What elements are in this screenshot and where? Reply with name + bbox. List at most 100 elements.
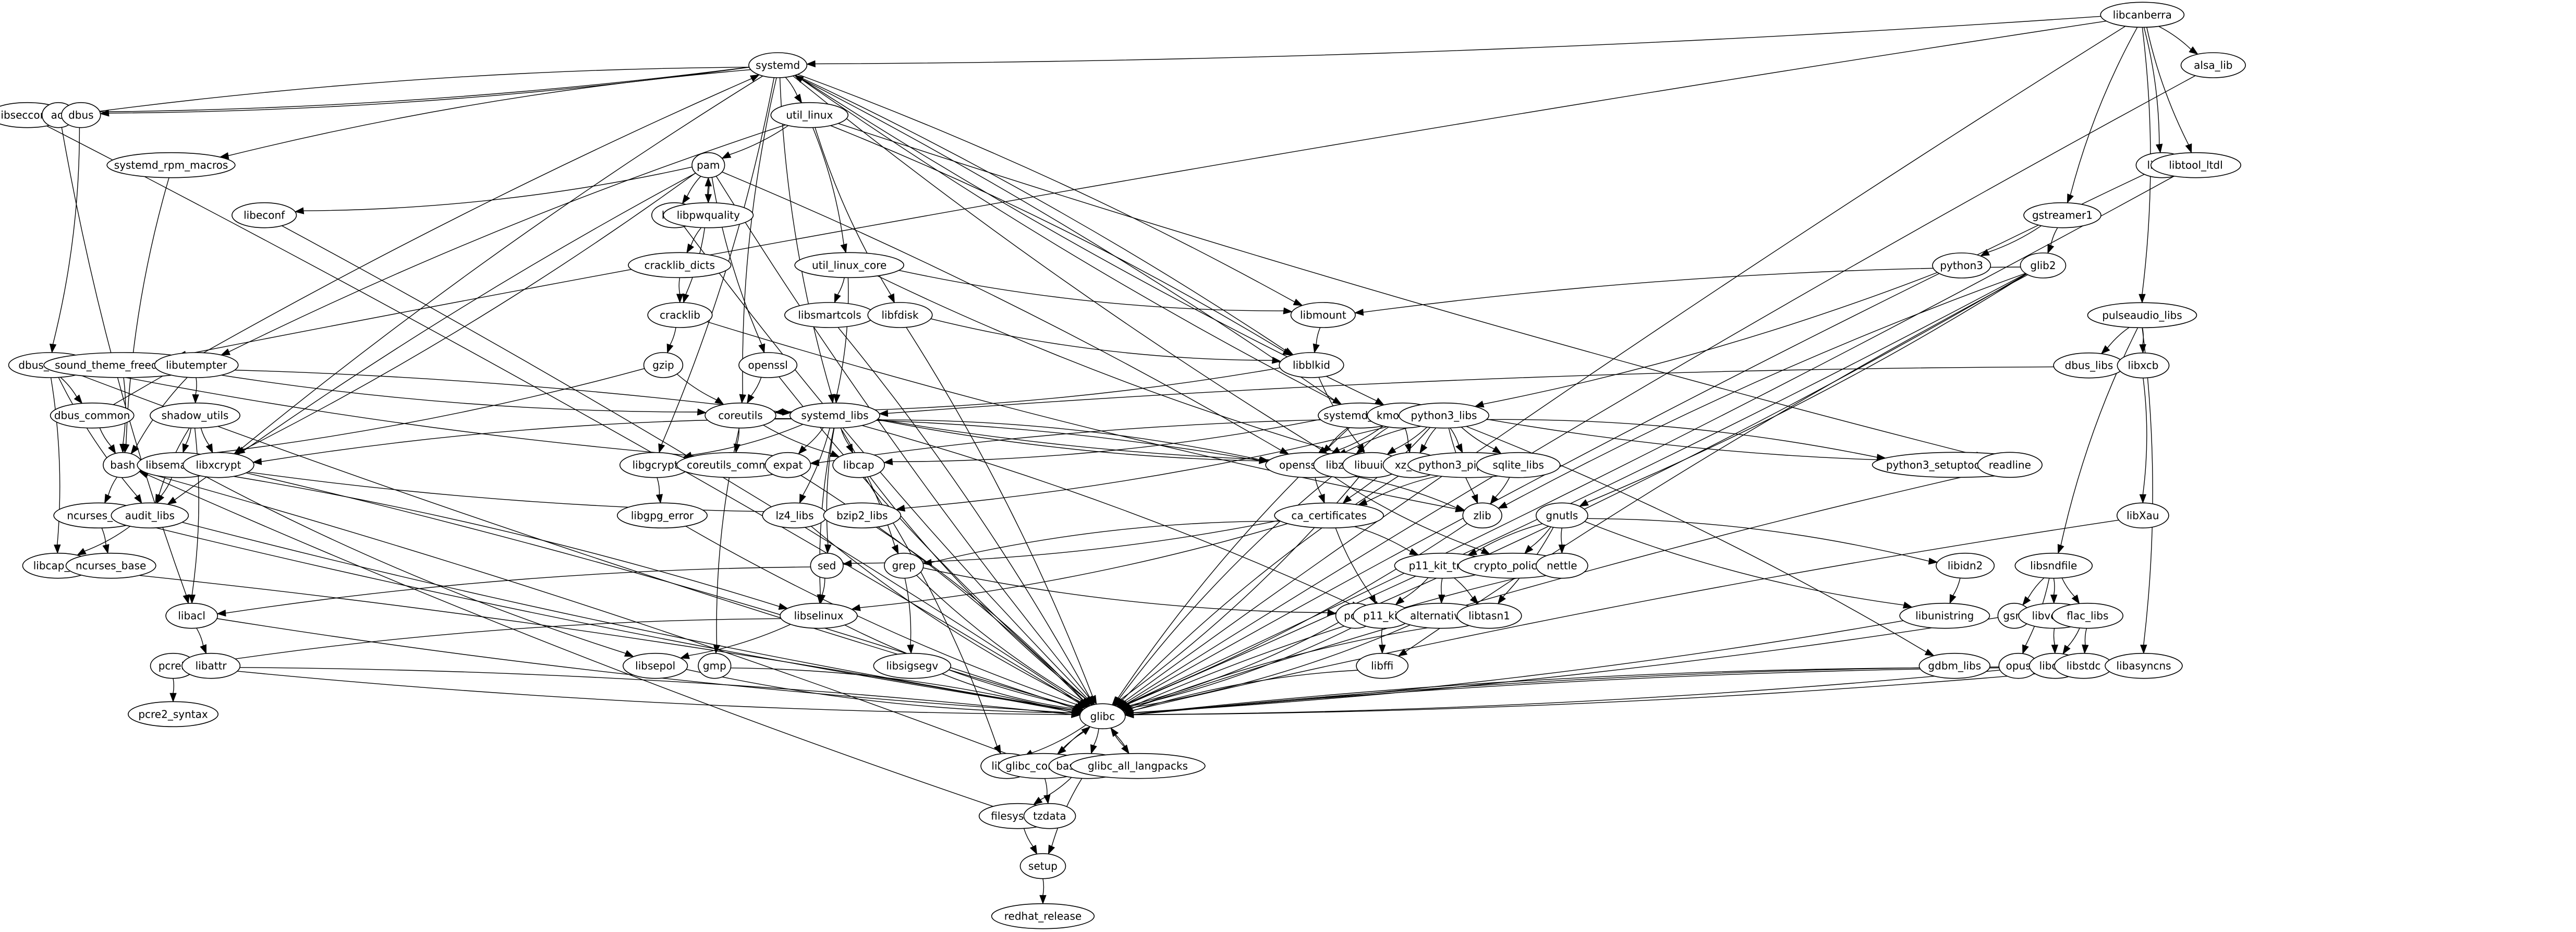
node-coreutils[interactable]: coreutils	[704, 402, 776, 429]
arrowhead-icon	[1409, 548, 1419, 555]
node-dbus[interactable]: dbus	[61, 102, 101, 128]
node-util-linux-core[interactable]: util_linux_core	[794, 252, 904, 279]
node-tzdata[interactable]: tzdata	[1023, 803, 1076, 829]
node-libsmartcols[interactable]: libsmartcols	[784, 302, 876, 328]
node-sed[interactable]: sed	[810, 552, 844, 579]
node-ca-certificates[interactable]: ca_certificates	[1274, 502, 1384, 529]
node-gstreamer1[interactable]: gstreamer1	[2023, 202, 2101, 228]
edge-line	[818, 418, 1401, 463]
node-libidn2[interactable]: libidn2	[1936, 552, 1995, 579]
node-libtool-ltdl[interactable]: libtool_ltdl	[2150, 152, 2241, 178]
node-libsepol[interactable]: libsepol	[623, 652, 688, 679]
node-opus[interactable]: opus	[1998, 652, 2038, 679]
node-libacl[interactable]: libacl	[165, 602, 218, 629]
node-expat[interactable]: expat	[764, 452, 811, 478]
node-pam[interactable]: pam	[691, 152, 725, 178]
node-gmp[interactable]: gmp	[698, 652, 732, 679]
node-redhat-release[interactable]: redhat_release	[991, 903, 1095, 929]
node-libXau[interactable]: libXau	[2116, 502, 2169, 529]
node-label: libstdc	[2067, 660, 2101, 672]
node-gzip[interactable]: gzip	[643, 352, 684, 378]
arrowhead-icon	[828, 394, 835, 404]
node-libselinux[interactable]: libselinux	[780, 602, 858, 629]
node-glib2[interactable]: glib2	[2020, 252, 2067, 279]
arrowhead-icon	[758, 343, 765, 354]
node-label: libtool_ltdl	[2169, 159, 2222, 172]
node-dbus-libs[interactable]: dbus_libs	[2053, 352, 2125, 379]
node-libcanberra[interactable]: libcanberra	[2100, 2, 2185, 28]
node-libstdc[interactable]: libstdc	[2054, 652, 2113, 679]
node-pulseaudio-libs[interactable]: pulseaudio_libs	[2087, 302, 2197, 329]
edge-line	[1424, 427, 1437, 446]
node-nettle[interactable]: nettle	[1535, 552, 1588, 579]
node-libcap[interactable]: libcap	[832, 452, 885, 478]
node-lz4-libs[interactable]: lz4_libs	[762, 502, 828, 529]
node-libblkid[interactable]: libblkid	[1279, 352, 1344, 378]
node-libffi[interactable]: libffi	[1356, 652, 1409, 679]
node-libutempter[interactable]: libutempter	[154, 352, 239, 378]
edge-line	[1483, 272, 1938, 405]
node-python3[interactable]: python3	[1932, 252, 1991, 279]
arrowhead-icon	[182, 443, 189, 454]
node-zlib[interactable]: zlib	[1462, 502, 1502, 529]
node-systemd-rpm-macros[interactable]: systemd_rpm_macros	[106, 152, 236, 178]
node-libmount[interactable]: libmount	[1290, 302, 1356, 328]
node-label: dbus_common	[54, 409, 130, 422]
node-glibc-all-langpacks[interactable]: glibc_all_langpacks	[1070, 753, 1206, 779]
node-libgcrypt[interactable]: libgcrypt	[619, 452, 691, 478]
node-libxcrypt[interactable]: libxcrypt	[183, 452, 254, 478]
node-label: coreutils	[718, 409, 762, 422]
edge-libpwquality-to-cracklib_dicts	[686, 227, 702, 253]
node-openssl[interactable]: openssl	[738, 352, 798, 378]
node-libunistring[interactable]: libunistring	[1899, 602, 1990, 629]
edge-line	[107, 477, 117, 496]
arrowhead-icon	[2139, 494, 2147, 504]
edge-openssl-to-coreutils	[747, 377, 762, 404]
node-setup[interactable]: setup	[1019, 853, 1066, 879]
node-readline[interactable]: readline	[1977, 452, 2043, 478]
node-label: libffi	[1371, 660, 1393, 672]
arrowhead-icon	[679, 652, 690, 659]
node-libpwquality[interactable]: libpwquality	[663, 202, 754, 228]
node-ncurses-base[interactable]: ncurses_base	[65, 552, 156, 579]
arrowhead-icon	[993, 744, 1001, 755]
node-sqlite-libs[interactable]: sqlite_libs	[1476, 452, 1561, 478]
node-cracklib[interactable]: cracklib	[647, 302, 713, 328]
node-audit-libs[interactable]: audit_libs	[111, 502, 189, 529]
node-systemd-libs[interactable]: systemd_libs	[789, 402, 881, 429]
node-util-linux[interactable]: util_linux	[770, 102, 849, 128]
node-libeconf[interactable]: libeconf	[232, 202, 297, 228]
node-libattr[interactable]: libattr	[181, 652, 241, 679]
node-bzip2-libs[interactable]: bzip2_libs	[823, 502, 902, 529]
node-libtasn1[interactable]: libtasn1	[1456, 602, 1522, 629]
node-libfdisk[interactable]: libfdisk	[867, 302, 933, 328]
node-grep[interactable]: grep	[884, 552, 924, 579]
node-gdbm-libs[interactable]: gdbm_libs	[1918, 652, 1991, 679]
node-bash[interactable]: bash	[103, 452, 143, 478]
node-libasyncns[interactable]: libasyncns	[2105, 652, 2183, 679]
node-libsndfile[interactable]: libsndfile	[2014, 552, 2093, 579]
node-glibc[interactable]: glibc	[1079, 703, 1126, 730]
node-cracklib-dicts[interactable]: cracklib_dicts	[628, 252, 732, 279]
edge-glib2-to-libmount	[1354, 267, 2021, 316]
node-dbus-common[interactable]: dbus_common	[50, 402, 135, 429]
node-libxcb[interactable]: libxcb	[2117, 352, 2170, 379]
edge-line	[147, 474, 993, 807]
edge-glibc-to-basesystem	[1090, 728, 1099, 755]
edge-libsndfile-to-libvorbis	[2050, 578, 2058, 604]
node-alsa-lib[interactable]: alsa_lib	[2180, 52, 2246, 78]
arrowhead-icon	[878, 409, 889, 417]
node-gnutls[interactable]: gnutls	[1535, 502, 1588, 529]
edge-libasyncns-to-glibc	[1124, 667, 2106, 719]
edge-line	[2050, 227, 2058, 246]
node-libgpg-error[interactable]: libgpg_error	[617, 502, 708, 529]
node-pcre2-syntax[interactable]: pcre2_syntax	[128, 701, 218, 728]
node-libsigsegv[interactable]: libsigsegv	[873, 652, 952, 679]
node-systemd[interactable]: systemd	[748, 52, 808, 78]
node-flac-libs[interactable]: flac_libs	[2051, 602, 2124, 629]
arrowhead-icon	[200, 644, 207, 655]
node-shadow-utils[interactable]: shadow_utils	[149, 402, 240, 429]
edge-line	[1587, 518, 1929, 562]
node-python3-libs[interactable]: python3_libs	[1399, 402, 1490, 429]
node-p11-kit[interactable]: p11_kit	[1353, 602, 1412, 629]
